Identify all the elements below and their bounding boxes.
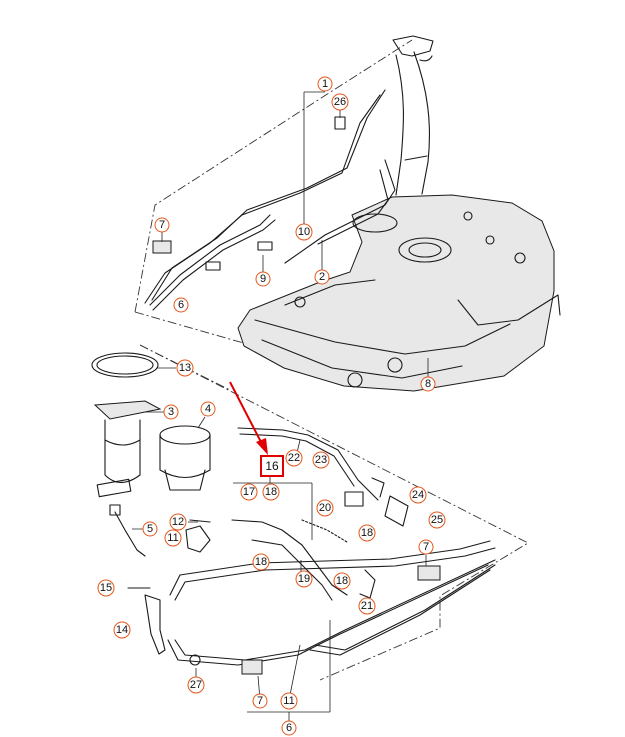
svg-text:25: 25: [431, 514, 443, 526]
callout-18-d[interactable]: 18: [333, 572, 351, 590]
callout-6-bottom[interactable]: 6: [281, 720, 297, 736]
lower-fuel-lines: [127, 427, 496, 675]
svg-text:10: 10: [298, 226, 310, 238]
leader-lines: [132, 91, 429, 728]
svg-text:20: 20: [319, 502, 331, 514]
callout-5[interactable]: 5: [142, 521, 158, 537]
svg-text:16: 16: [265, 459, 279, 473]
callout-19[interactable]: 19: [295, 570, 313, 588]
callout-18-b[interactable]: 18: [358, 524, 376, 542]
callout-14[interactable]: 14: [113, 621, 131, 639]
callout-18-c[interactable]: 18: [252, 553, 270, 571]
svg-text:18: 18: [336, 575, 348, 587]
svg-text:14: 14: [116, 624, 128, 636]
svg-text:24: 24: [412, 489, 424, 501]
callout-6-top[interactable]: 6: [173, 297, 189, 313]
callout-17[interactable]: 17: [240, 483, 258, 501]
svg-text:1: 1: [322, 78, 328, 90]
fuel-pump-parts: [91, 352, 211, 557]
callout-1-top[interactable]: 1: [317, 76, 333, 92]
callout-13[interactable]: 13: [176, 359, 194, 377]
svg-text:18: 18: [265, 486, 277, 498]
svg-text:7: 7: [257, 695, 263, 707]
callout-25[interactable]: 25: [428, 511, 446, 529]
fuel-tank-assembly: [237, 35, 561, 392]
svg-text:13: 13: [179, 362, 191, 374]
callout-7-top[interactable]: 7: [154, 217, 170, 233]
callout-10[interactable]: 10: [295, 223, 313, 241]
svg-text:9: 9: [260, 273, 266, 285]
svg-text:3: 3: [168, 406, 174, 418]
svg-text:7: 7: [423, 541, 429, 553]
callout-18-a[interactable]: 18: [262, 483, 280, 501]
svg-text:27: 27: [190, 679, 202, 691]
svg-text:6: 6: [286, 722, 292, 734]
svg-text:18: 18: [361, 527, 373, 539]
callout-15[interactable]: 15: [97, 579, 115, 597]
highlighted-part-16[interactable]: 16: [260, 455, 284, 477]
svg-text:11: 11: [283, 695, 294, 707]
callout-4[interactable]: 4: [200, 401, 216, 417]
callout-12[interactable]: 12: [169, 513, 187, 531]
callout-22[interactable]: 22: [285, 449, 303, 467]
callout-7-right[interactable]: 7: [418, 539, 434, 555]
svg-text:5: 5: [147, 523, 153, 535]
callout-23[interactable]: 23: [312, 451, 330, 469]
svg-text:22: 22: [288, 452, 300, 464]
svg-text:15: 15: [100, 582, 112, 594]
svg-text:4: 4: [205, 403, 211, 415]
callout-11-left[interactable]: 11: [164, 529, 182, 547]
callout-7-bottom[interactable]: 7: [252, 693, 268, 709]
callout-24[interactable]: 24: [409, 486, 427, 504]
upper-fuel-lines: [144, 89, 396, 311]
callout-9[interactable]: 9: [255, 271, 271, 287]
svg-text:18: 18: [255, 556, 267, 568]
callout-11-bottom[interactable]: 11: [280, 692, 298, 710]
callout-2[interactable]: 2: [314, 269, 330, 285]
callout-8[interactable]: 8: [420, 376, 436, 392]
svg-text:23: 23: [315, 454, 327, 466]
svg-text:2: 2: [319, 271, 325, 283]
svg-text:8: 8: [425, 378, 431, 390]
svg-text:21: 21: [361, 600, 373, 612]
svg-text:11: 11: [167, 532, 178, 544]
svg-text:7: 7: [159, 219, 165, 231]
callout-27[interactable]: 27: [187, 676, 205, 694]
callout-26-top[interactable]: 26: [331, 93, 349, 111]
svg-text:19: 19: [298, 573, 310, 585]
svg-text:12: 12: [172, 516, 184, 528]
svg-text:6: 6: [178, 299, 184, 311]
red-pointer-arrow: [229, 381, 268, 455]
svg-text:17: 17: [243, 486, 255, 498]
svg-text:26: 26: [334, 96, 346, 108]
callout-20[interactable]: 20: [316, 499, 334, 517]
callout-21[interactable]: 21: [358, 597, 376, 615]
callout-3[interactable]: 3: [163, 404, 179, 420]
